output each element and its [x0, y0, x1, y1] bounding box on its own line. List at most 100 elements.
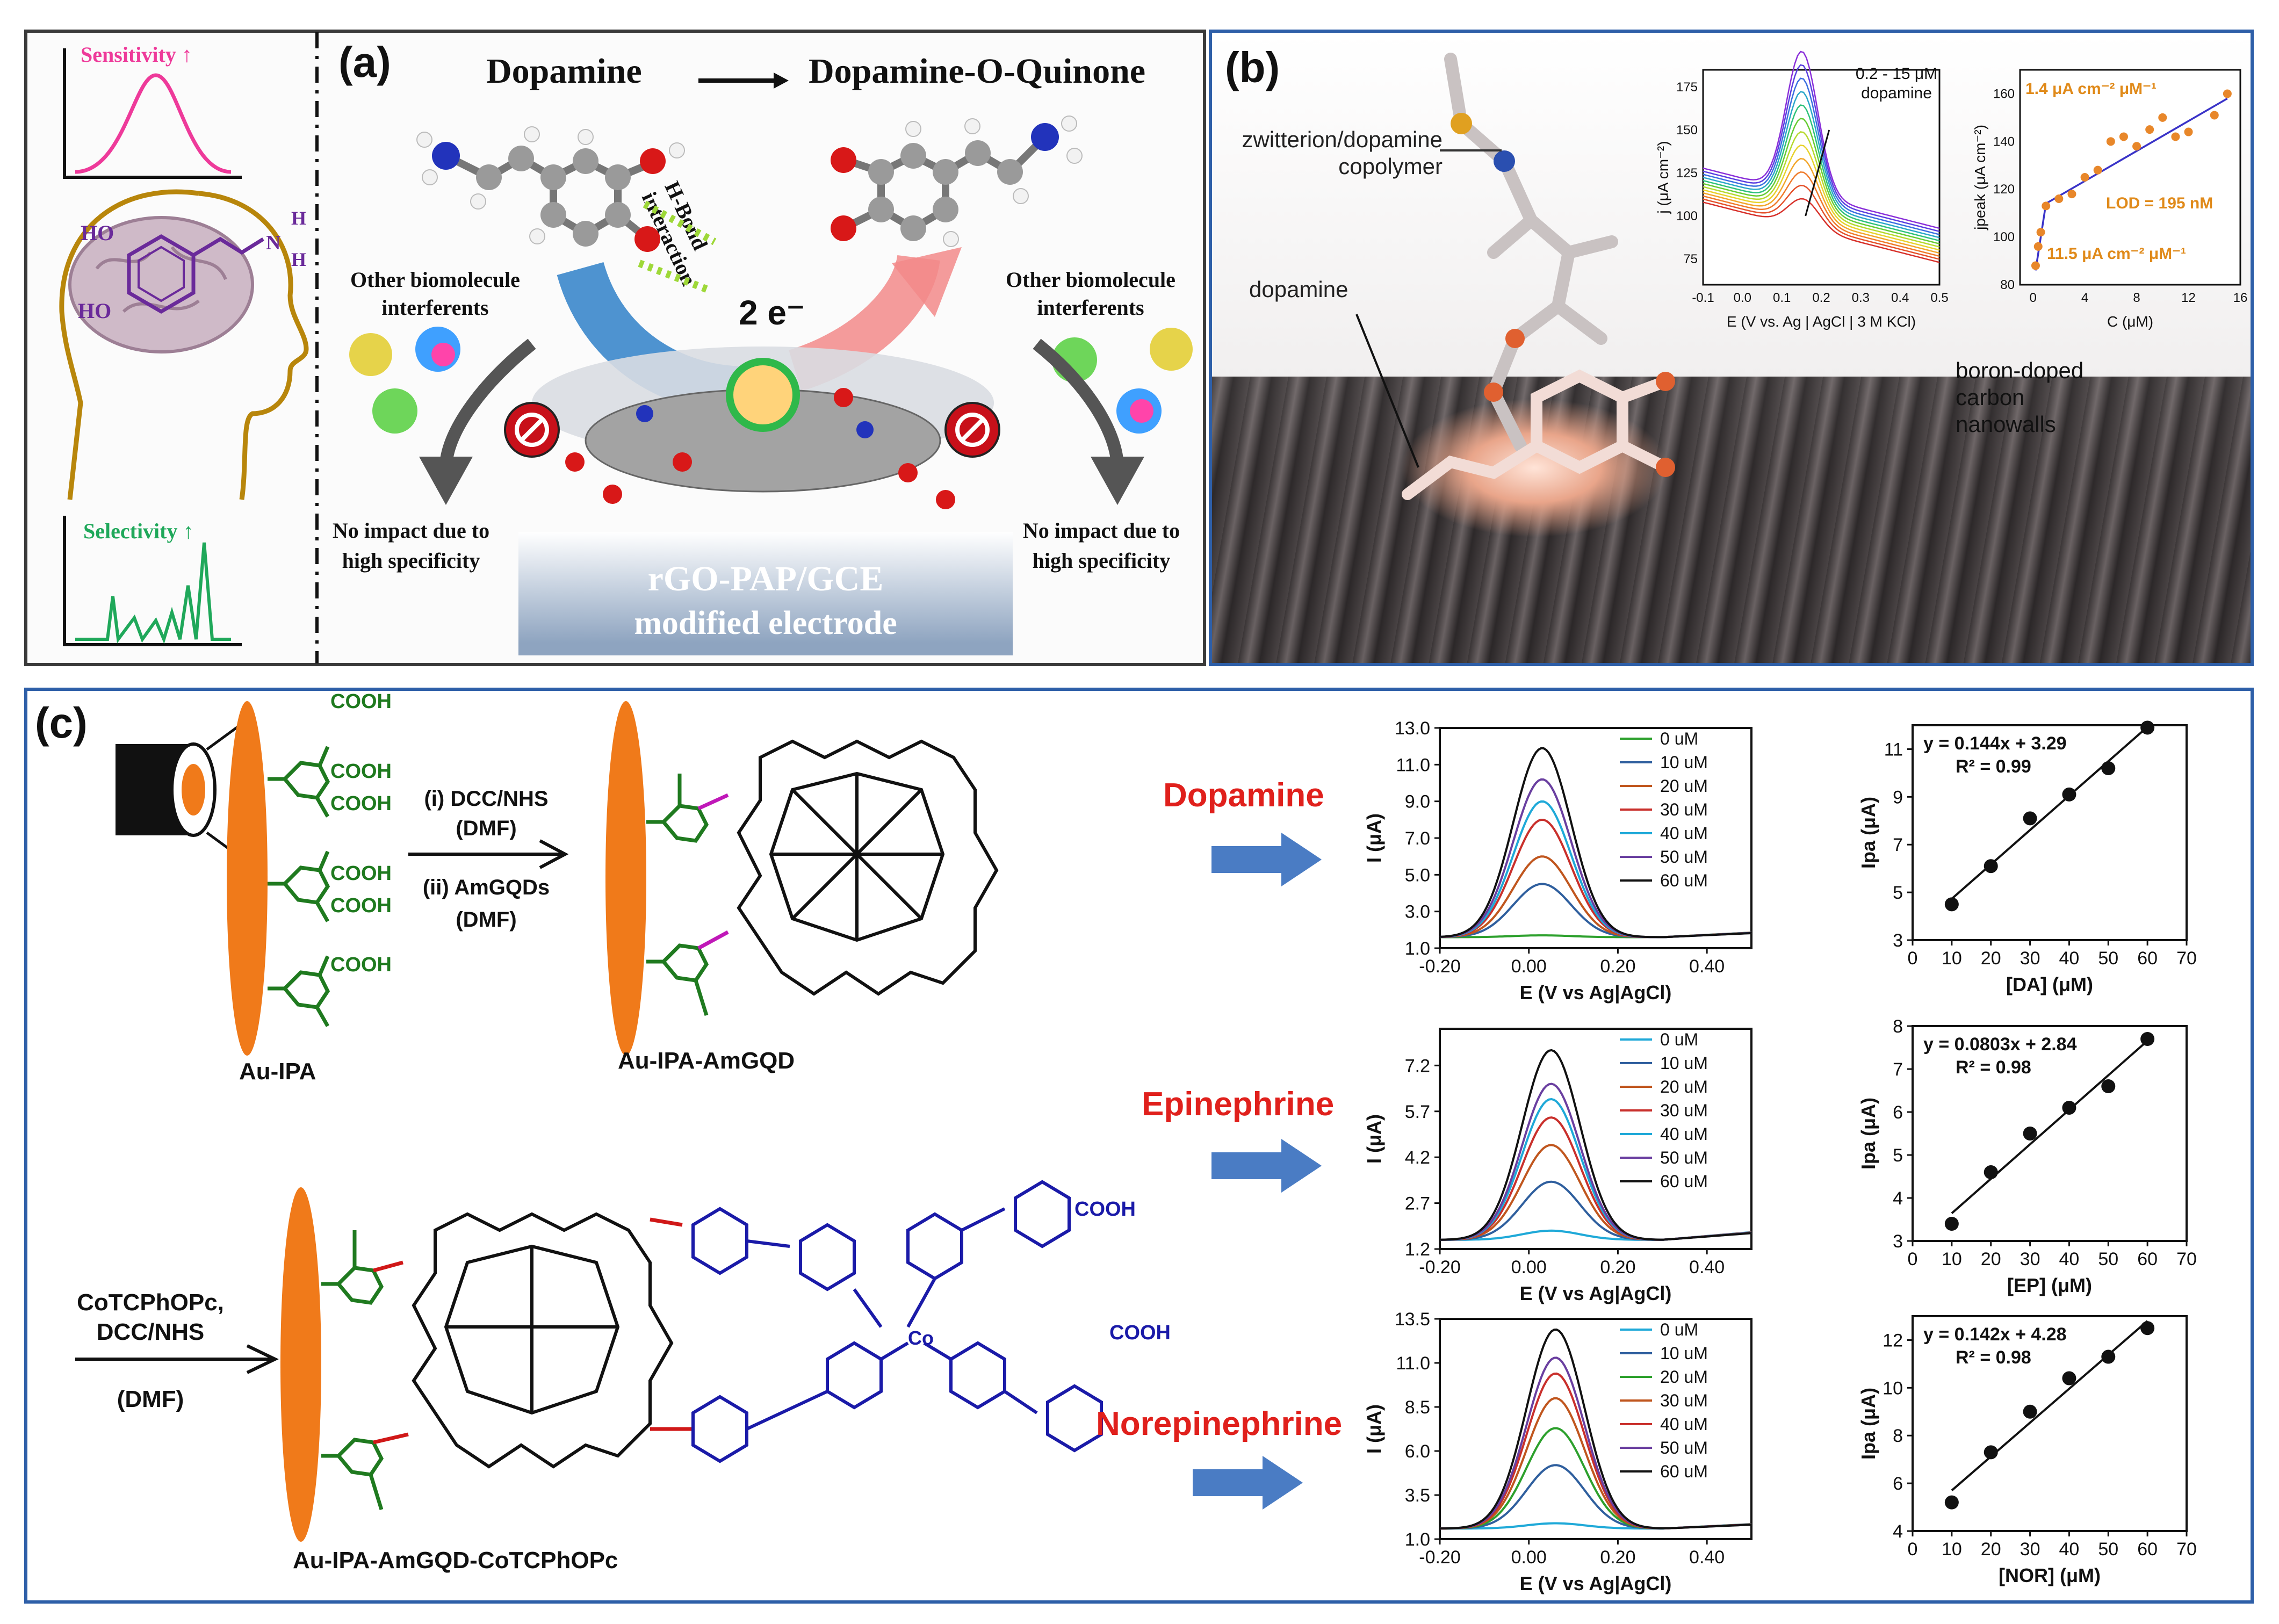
- reaction-product: Dopamine-O-Quinone: [809, 52, 1146, 91]
- y-tick-label: 3: [1893, 1231, 1903, 1252]
- fit-equation: y = 0.0803x + 2.84: [1923, 1034, 2077, 1055]
- data-point: [2036, 228, 2045, 237]
- fit-r2: R² = 0.98: [1956, 1347, 2031, 1368]
- series-line: [1439, 1049, 1752, 1241]
- y-tick-label: 11.0: [1396, 755, 1430, 775]
- legend-label: 10 uM: [1660, 1344, 1708, 1363]
- cooh-blue-2: COOH: [1109, 1322, 1171, 1344]
- legend-label: 30 uM: [1660, 800, 1708, 819]
- molecule-ho-bottom: HO: [78, 299, 112, 323]
- x-tick-label: 20: [1981, 1249, 2001, 1269]
- legend-label: 0 uM: [1660, 729, 1698, 748]
- y-axis-label: I (μA): [1363, 1404, 1385, 1454]
- interferent-molecules-right: [1052, 328, 1193, 434]
- y-tick-label: 4: [1893, 1521, 1903, 1542]
- x-tick-label: 40: [2059, 1249, 2080, 1269]
- data-point: [2223, 89, 2232, 98]
- x-tick-label: -0.1: [1692, 291, 1714, 305]
- legend-label: 50 uM: [1660, 1438, 1708, 1457]
- step2-arrow: [75, 1344, 279, 1374]
- chem-final-conjugate: [280, 1180, 1103, 1542]
- y-tick-label: 1.0: [1405, 1529, 1430, 1550]
- plot-frame: [1912, 1315, 2188, 1532]
- y-axis-label: jpeak (μA cm⁻²): [1972, 125, 1988, 230]
- step2-reagent-3: (DMF): [117, 1386, 184, 1412]
- plot-frame: [1439, 1318, 1752, 1540]
- legend-label: 40 uM: [1660, 1124, 1708, 1144]
- x-tick-label: 50: [2098, 1539, 2118, 1560]
- fit-line: [1951, 726, 2148, 900]
- data-point: [2023, 1127, 2037, 1141]
- interferents-left-label: Other biomolecule interferents: [350, 268, 520, 320]
- x-tick-label: 0.00: [1511, 956, 1547, 977]
- y-tick-label: 13.5: [1395, 1309, 1430, 1330]
- fit-equation: y = 0.142x + 4.28: [1923, 1324, 2067, 1345]
- cv-trace: [1703, 198, 1940, 263]
- series-line: [1439, 1328, 1752, 1530]
- data-point: [2062, 787, 2076, 802]
- y-tick-label: 7: [1893, 835, 1903, 855]
- legend-label: 50 uM: [1660, 1148, 1708, 1167]
- blocked-icon-left: [504, 402, 560, 458]
- cal-lod: LOD = 195 nM: [2106, 194, 2213, 212]
- copolymer-model: [1444, 53, 1618, 452]
- data-point: [1944, 1217, 1959, 1231]
- electrode-surface: [532, 347, 994, 509]
- y-tick-label: 1.0: [1405, 939, 1430, 959]
- data-point: [2031, 261, 2040, 270]
- x-axis-label: [EP] (μM): [2007, 1274, 2092, 1296]
- series-line: [1439, 747, 1752, 939]
- deflect-arrows: [419, 338, 1144, 505]
- step1-arrow: [408, 839, 569, 869]
- data-point: [2101, 1079, 2116, 1093]
- data-point: [2042, 201, 2051, 211]
- x-tick-label: 10: [1942, 948, 1962, 969]
- cooh-label-1: COOH: [330, 690, 392, 713]
- data-point: [2140, 1032, 2155, 1046]
- y-tick-label: 9.0: [1405, 792, 1430, 812]
- x-tick-label: 10: [1942, 1539, 1962, 1560]
- x-tick-label: 70: [2176, 1539, 2197, 1560]
- y-tick-label: 11: [1884, 739, 1903, 760]
- x-tick-label: -0.20: [1419, 1257, 1461, 1277]
- data-point: [2080, 173, 2089, 182]
- x-tick-label: 70: [2176, 948, 2197, 969]
- x-axis-label: E (V vs Ag|AgCl): [1520, 1572, 1672, 1595]
- data-point: [2210, 111, 2219, 120]
- x-tick-label: 8: [2133, 291, 2140, 305]
- cal-slope-high: 1.4 μA cm⁻² μM⁻¹: [2025, 80, 2157, 98]
- x-tick-label: 4: [2081, 291, 2088, 305]
- data-point: [1984, 1445, 1998, 1460]
- y-tick-label: 8: [1893, 1016, 1903, 1037]
- data-point: [2158, 113, 2167, 122]
- y-tick-label: 10: [1883, 1378, 1903, 1398]
- legend-label: 0 uM: [1660, 1320, 1698, 1339]
- data-point: [2132, 142, 2141, 151]
- x-tick-label: 60: [2137, 948, 2158, 969]
- legend-label: 30 uM: [1660, 1391, 1708, 1410]
- trend-arrow: [1805, 129, 1830, 216]
- fit-r2: R² = 0.98: [1956, 1057, 2031, 1078]
- x-axis-label: [DA] (μM): [2006, 973, 2093, 995]
- copolymer-label: zwitterion/dopamine copolymer: [1242, 127, 1443, 179]
- no-impact-left-label: No impact due to high specificity: [332, 518, 490, 573]
- y-tick-label: 175: [1676, 80, 1698, 95]
- cal-slope-low: 11.5 μA cm⁻² μM⁻¹: [2047, 245, 2186, 263]
- data-point: [2054, 194, 2064, 203]
- x-tick-label: 30: [2020, 1249, 2040, 1269]
- analyte-arrow-dopamine: [1211, 833, 1322, 886]
- cv-trace: [1703, 64, 1940, 233]
- legend-label: 60 uM: [1660, 1172, 1708, 1191]
- analyte-arrow-norepinephrine: [1193, 1456, 1303, 1510]
- x-tick-label: 0.00: [1511, 1257, 1547, 1277]
- y-axis-label: Ipa (μA): [1857, 797, 1879, 869]
- cooh-blue-1: COOH: [1074, 1198, 1136, 1221]
- sensitivity-label: Sensitivity ↑: [81, 42, 192, 67]
- x-tick-label: 0.3: [1852, 291, 1870, 305]
- data-point: [2033, 242, 2043, 251]
- data-point: [1984, 1165, 1998, 1179]
- cv-trace: [1703, 145, 1940, 251]
- y-tick-label: 6.0: [1405, 1441, 1430, 1462]
